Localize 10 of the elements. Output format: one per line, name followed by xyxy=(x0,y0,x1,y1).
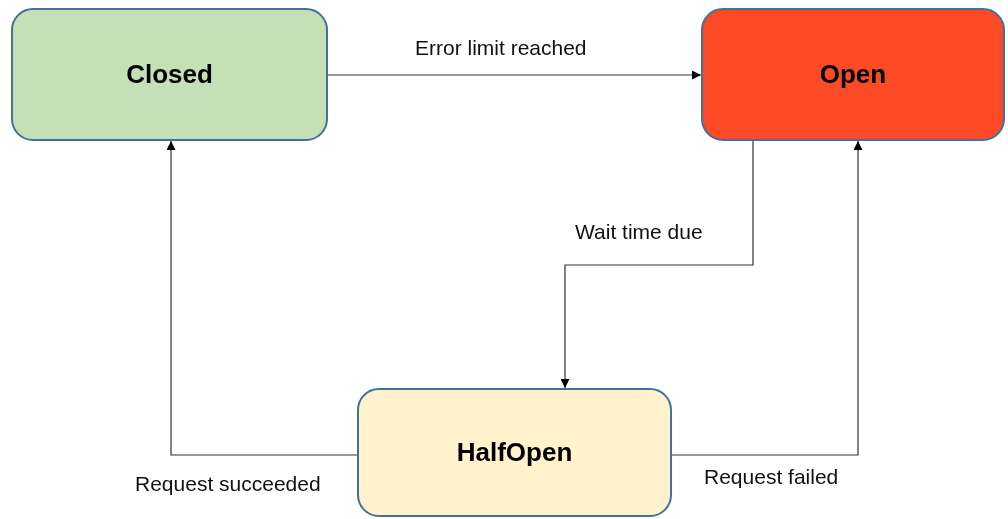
state-box xyxy=(701,8,1005,141)
arrow xyxy=(560,140,754,389)
state-name: Closed xyxy=(126,59,213,90)
arrow xyxy=(166,140,358,456)
state-box xyxy=(11,8,328,141)
arrow xyxy=(671,140,863,456)
state-name: HalfOpen xyxy=(456,437,573,468)
state-name: Open xyxy=(819,59,887,90)
state-box xyxy=(357,388,672,517)
arrow xyxy=(327,70,702,80)
